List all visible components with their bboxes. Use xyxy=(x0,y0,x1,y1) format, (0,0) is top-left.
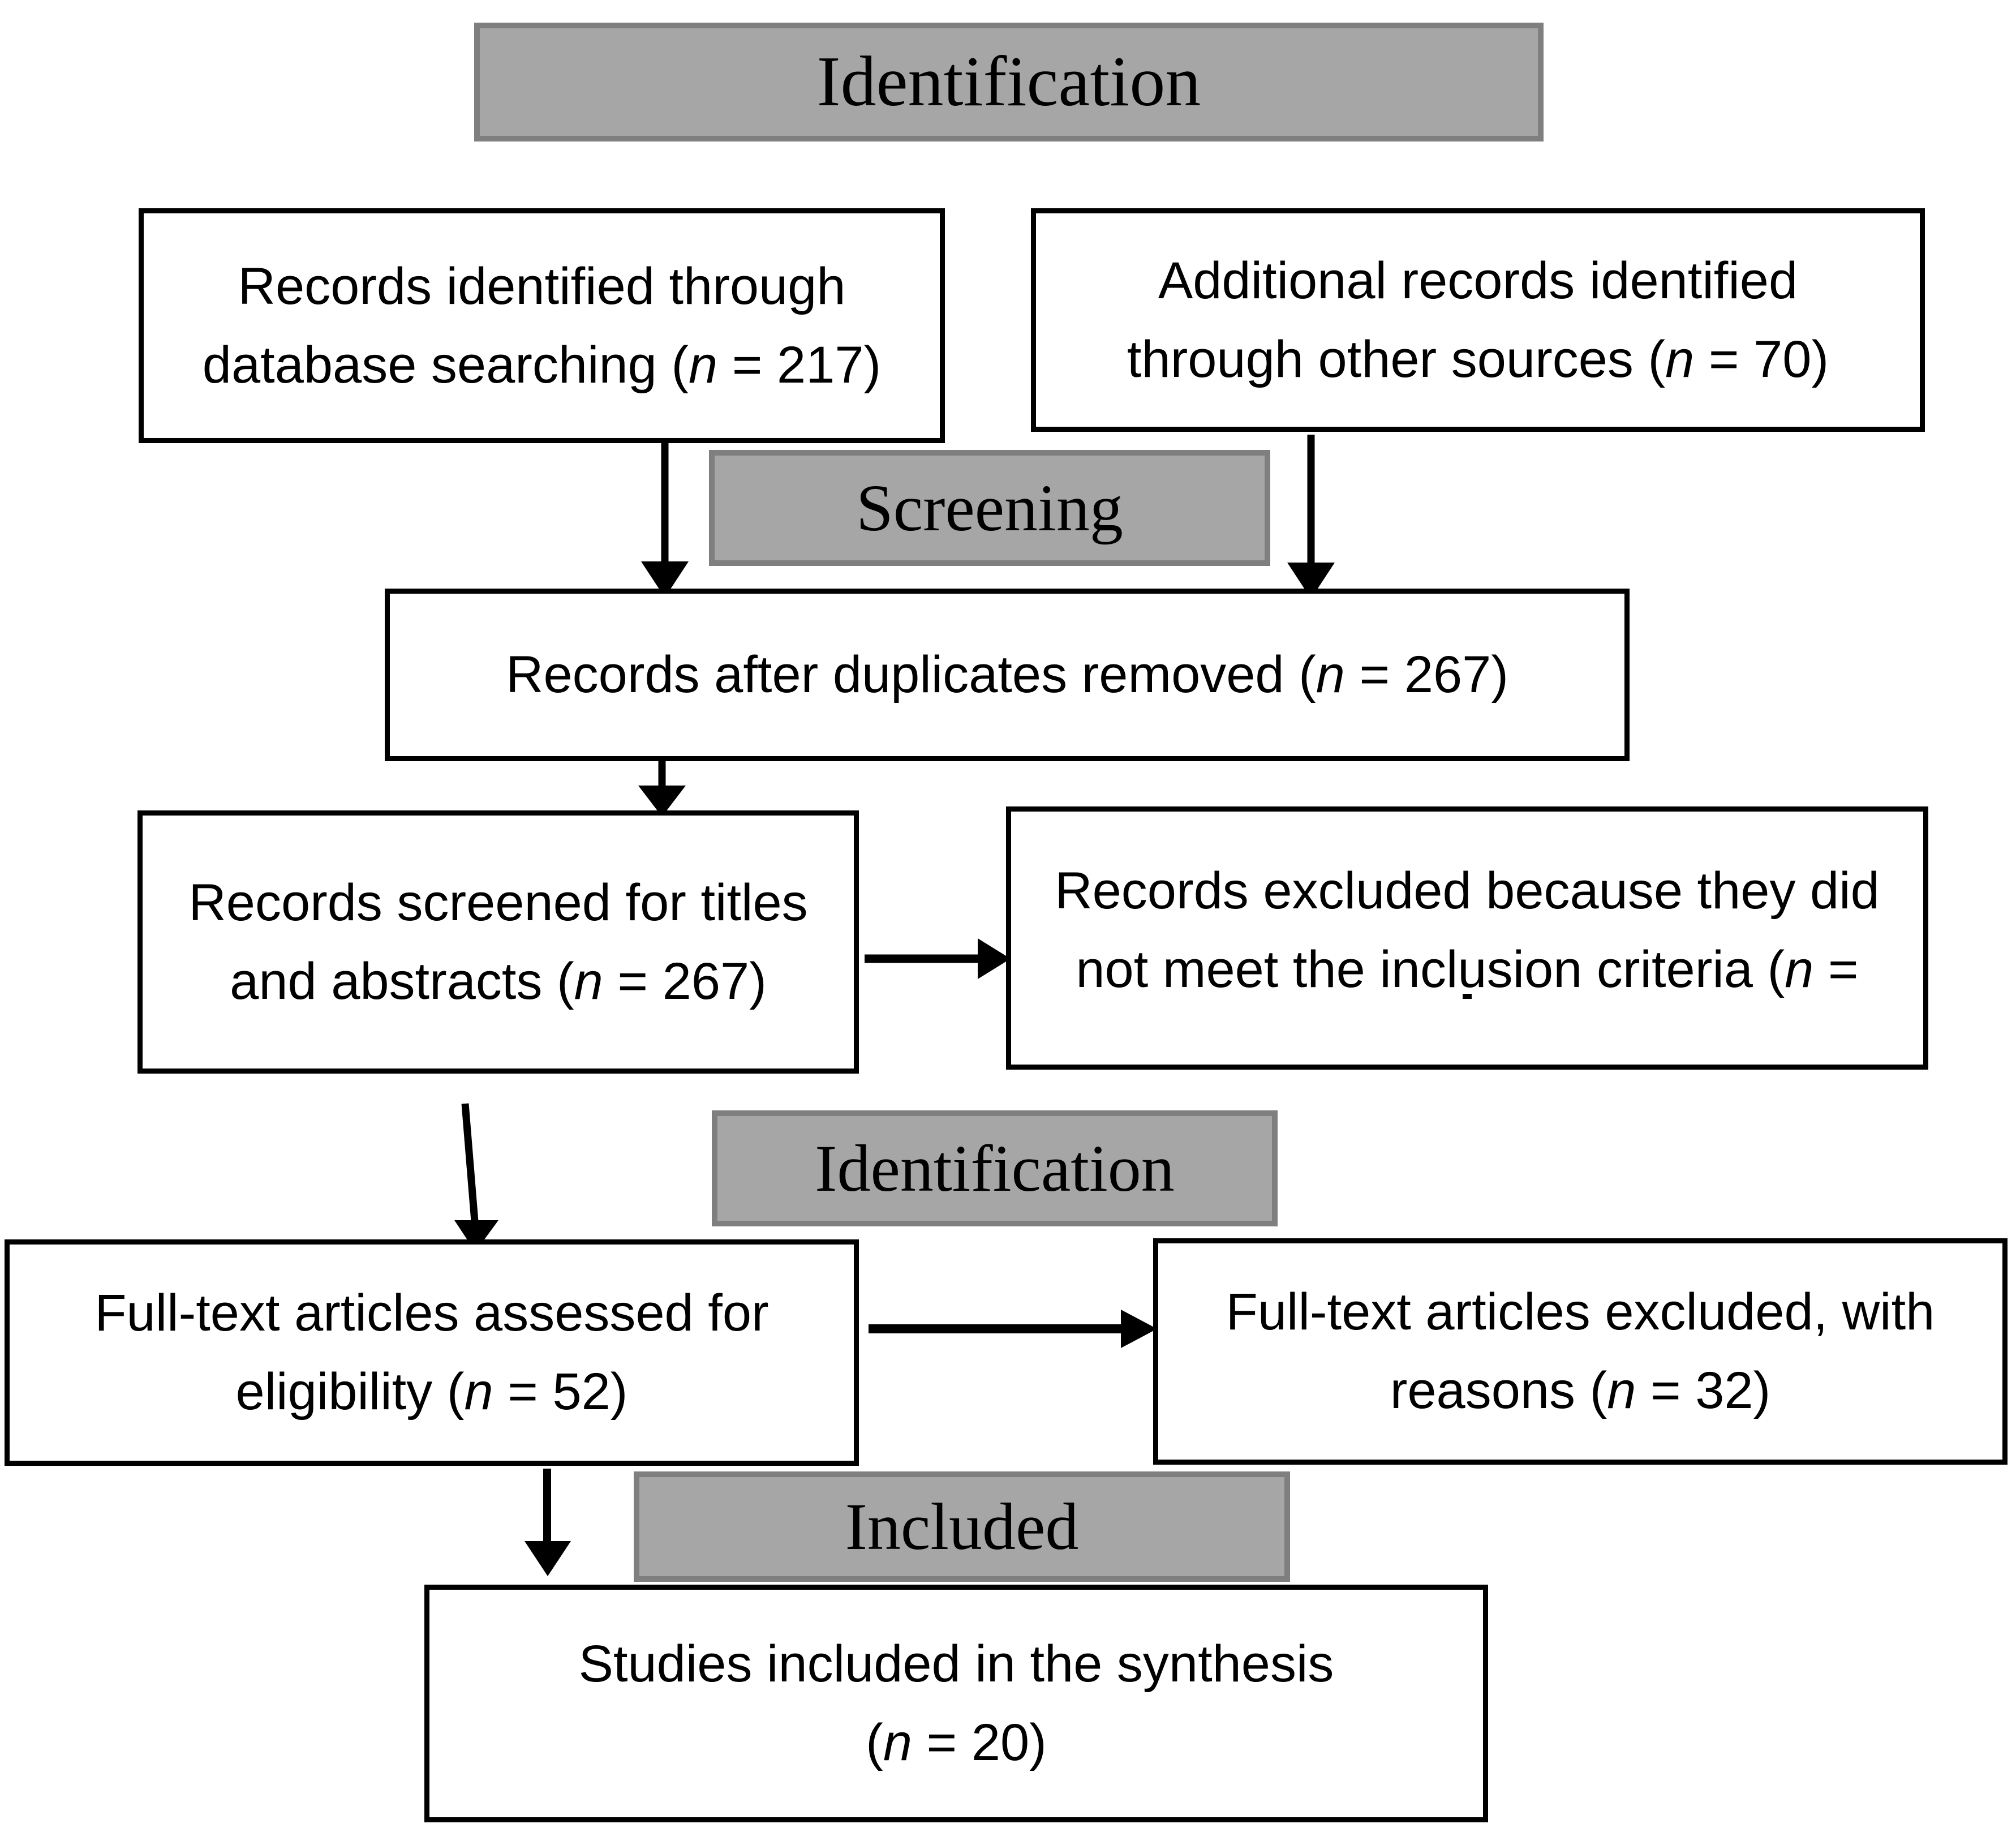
box-fulltext-assessed-line2: eligibility (n = 52) xyxy=(235,1363,628,1421)
arrow-screened-to-fulltext xyxy=(454,1103,498,1252)
box-records-excluded-line1: Records excluded because they did xyxy=(1055,862,1880,920)
box-fulltext-excluded: Full-text articles excluded, with reason… xyxy=(1153,1238,2008,1465)
arrow-db-search-to-duplicates xyxy=(641,441,689,598)
box-records-database-search: Records identified through database sear… xyxy=(139,208,945,443)
banner-included: Included xyxy=(634,1471,1290,1582)
box-records-other-sources-line1: Additional records identified xyxy=(1158,251,1798,310)
arrow-fulltext-assessed-to-excluded xyxy=(869,1310,1157,1348)
box-studies-included-line1: Studies included in the synthesis xyxy=(578,1635,1334,1693)
arrow-screened-to-excluded xyxy=(865,938,1011,979)
box-studies-included: Studies included in the synthesis (n = 2… xyxy=(424,1585,1488,1822)
banner-identification-top: Identification xyxy=(474,23,1544,141)
box-records-after-duplicates-line1: Records after duplicates removed (n = 26… xyxy=(506,646,1508,703)
box-records-after-duplicates: Records after duplicates removed (n = 26… xyxy=(385,589,1630,761)
stray-mark xyxy=(1463,994,1472,999)
arrow-duplicates-to-screened xyxy=(638,760,686,817)
box-records-excluded: Records excluded because they did not me… xyxy=(1006,806,1928,1070)
banner-identification-mid-label: Identification xyxy=(815,1131,1175,1205)
box-fulltext-assessed-line1: Full-text articles assessed for xyxy=(94,1284,769,1342)
box-fulltext-excluded-line2: reasons (n = 32) xyxy=(1390,1362,1771,1419)
banner-screening-label: Screening xyxy=(856,470,1123,545)
box-records-excluded-line2: not meet the inclusion criteria (n = xyxy=(1076,941,1859,998)
box-records-screened-line2: and abstracts (n = 267) xyxy=(230,952,767,1010)
box-studies-included-line2: (n = 20) xyxy=(866,1714,1047,1771)
box-fulltext-assessed: Full-text articles assessed for eligibil… xyxy=(5,1239,859,1466)
banner-screening: Screening xyxy=(709,450,1270,566)
box-records-other-sources-line2: through other sources (n = 70) xyxy=(1127,330,1829,388)
box-records-screened-line1: Records screened for titles xyxy=(188,873,808,932)
box-records-database-search-line1: Records identified through xyxy=(238,257,846,315)
arrow-other-sources-to-duplicates xyxy=(1287,435,1335,599)
banner-identification-mid: Identification xyxy=(712,1110,1278,1226)
banner-identification-top-label: Identification xyxy=(816,42,1201,121)
arrow-fulltext-to-included-studies xyxy=(525,1469,571,1576)
box-records-database-search-line2: database searching (n = 217) xyxy=(202,336,882,394)
box-fulltext-excluded-line1: Full-text articles excluded, with xyxy=(1226,1283,1935,1341)
box-records-other-sources: Additional records identified through ot… xyxy=(1031,208,1925,432)
box-records-screened: Records screened for titles and abstract… xyxy=(137,810,859,1074)
banner-included-label: Included xyxy=(845,1489,1079,1564)
